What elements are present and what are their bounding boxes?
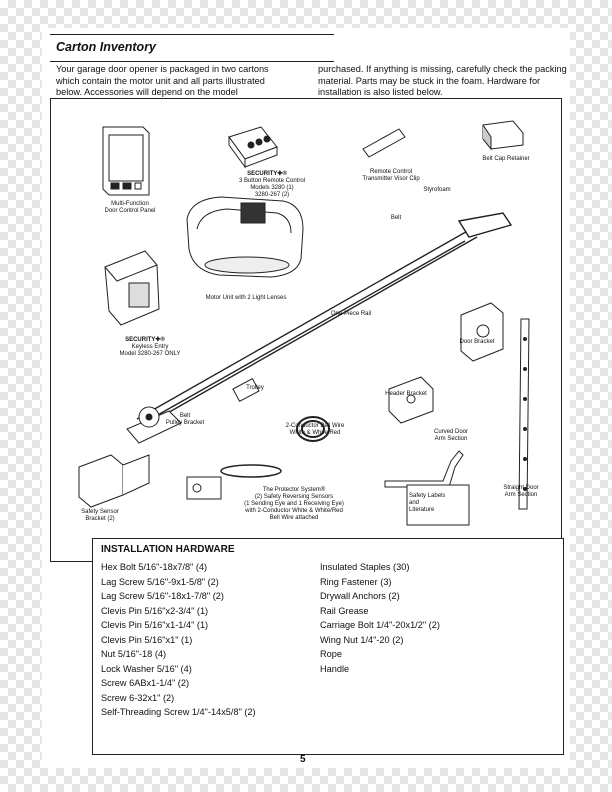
hardware-item: Carriage Bolt 1/4"-20x1/2" (2) <box>320 620 440 630</box>
label-remote-brand: SECURITY✚® <box>247 171 287 177</box>
hardware-item: Rope <box>320 649 342 659</box>
label-literature: Safety Labels and Literature <box>409 493 446 513</box>
hardware-item: Nut 5/16"-18 (4) <box>101 649 167 659</box>
parts-illustration <box>78 120 530 526</box>
label-remote: 3 Button Remote Control Models 3280 (1) … <box>238 178 306 198</box>
page-number: 5 <box>300 754 306 765</box>
hardware-item: Drywall Anchors (2) <box>320 591 400 601</box>
motor-unit-drawing <box>186 196 304 278</box>
manual-page: Carton Inventory Your garage door opener… <box>42 28 570 768</box>
hardware-title: INSTALLATION HARDWARE <box>101 544 235 555</box>
label-keyless: Keyless Entry Model 3280-267 ONLY <box>119 344 181 357</box>
hardware-item: Handle <box>320 663 350 674</box>
hardware-item: Rail Grease <box>320 605 369 616</box>
label-trolley: Trolley <box>246 385 264 391</box>
label-sensors: The Protector System® (2) Safety Reversi… <box>244 487 344 521</box>
visor-clip-drawing <box>362 128 406 158</box>
hardware-column-2: Insulated Staples (30) Ring Fastener (3)… <box>320 560 440 676</box>
hardware-item: Hex Bolt 5/16"-18x7/8" (4) <box>101 562 208 572</box>
hardware-item: Lag Screw 5/16"-9x1-5/8" (2) <box>101 576 219 587</box>
hardware-item: Clevis Pin 5/16"x1" (1) <box>101 634 193 645</box>
hardware-item: Screw 6ABx1-1/4" (2) <box>101 678 190 688</box>
hardware-item: Self-Threading Screw 1/4"-14x5/8" (2) <box>101 707 256 717</box>
trolley-drawing <box>232 377 260 403</box>
label-rail: One-Piece Rail <box>330 311 372 317</box>
carton-diagram: Multi-Function Door Control Panel SECURI… <box>50 98 562 562</box>
door-control-panel-drawing <box>102 126 150 196</box>
literature-drawing <box>406 484 470 526</box>
hardware-column-1: Hex Bolt 5/16"-18x7/8" (4) Lag Screw 5/1… <box>101 560 256 720</box>
installation-hardware-box: INSTALLATION HARDWARE Hex Bolt 5/16"-18x… <box>92 538 564 755</box>
label-door-bracket: Door Bracket <box>459 339 495 345</box>
hardware-item: Wing Nut 1/4"-20 (2) <box>320 634 404 645</box>
safety-sensor-bracket-drawing <box>78 454 150 508</box>
label-straight-arm: Straight Door Arm Section <box>503 485 539 498</box>
pulley-bracket-drawing <box>126 406 182 444</box>
curved-arm-drawing <box>384 450 464 488</box>
label-safety-bracket: Safety Sensor Bracket (2) <box>81 509 119 522</box>
belt-cap-retainer-drawing <box>482 120 524 151</box>
section-title: Carton Inventory <box>56 40 157 54</box>
straight-arm-drawing <box>518 318 530 510</box>
hardware-item: Lock Washer 5/16" (4) <box>101 663 192 674</box>
remote-control-drawing <box>228 126 278 169</box>
label-styrofoam: Styrofoam <box>423 187 451 193</box>
hardware-item: Screw 6-32x1" (2) <box>101 692 175 703</box>
door-bracket-drawing <box>460 302 504 362</box>
keyless-entry-drawing <box>104 250 160 326</box>
hardware-item: Clevis Pin 5/16"x2-3/4" (1) <box>101 605 209 616</box>
header-bracket-drawing <box>388 376 434 424</box>
rail-drawing <box>132 212 513 430</box>
label-visor-clip: Remote Control Transmitter Visor Clip <box>362 169 420 182</box>
label-pulley-bracket: Belt Pulley Bracket <box>165 413 205 426</box>
label-belt: Belt <box>390 215 402 221</box>
label-bell-wire: 2-Conductor Bell Wire White & White/Red <box>285 423 345 436</box>
label-curved-arm: Curved Door Arm Section <box>433 429 468 442</box>
intro-text-right: purchased. If anything is missing, caref… <box>318 64 567 97</box>
hardware-item: Clevis Pin 5/16"x1-1/4" (1) <box>101 620 209 630</box>
label-belt-cap: Belt Cap Retainer <box>482 156 530 162</box>
label-keyless-brand: SECURITY✚® <box>125 337 165 343</box>
safety-sensors-drawing <box>186 464 282 500</box>
label-header-bracket: Header Bracket <box>385 391 427 397</box>
intro-text-left: Your garage door opener is packaged in t… <box>56 64 269 97</box>
hardware-item: Insulated Staples (30) <box>320 562 410 572</box>
label-door-control: Multi-Function Door Control Panel <box>104 201 156 214</box>
section-title-bar: Carton Inventory <box>50 34 334 62</box>
label-motor-unit: Motor Unit with 2 Light Lenses <box>205 295 287 301</box>
hardware-item: Lag Screw 5/16"-18x1-7/8" (2) <box>101 591 224 601</box>
hardware-item: Ring Fastener (3) <box>320 576 392 587</box>
bell-wire-drawing <box>296 416 330 442</box>
